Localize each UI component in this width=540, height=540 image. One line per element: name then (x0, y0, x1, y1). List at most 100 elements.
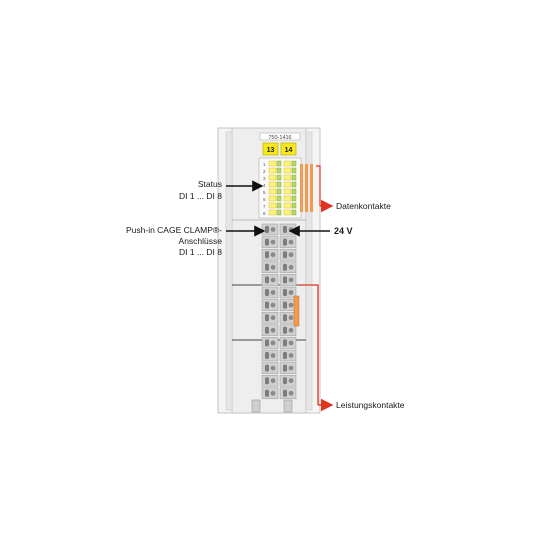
terminal-release (265, 276, 269, 284)
status-led (268, 188, 277, 195)
push-in-terminals (261, 223, 297, 400)
terminal-clamp (279, 374, 297, 387)
terminal-release (283, 276, 287, 284)
power-contact (293, 295, 300, 327)
status-label: Status (198, 179, 222, 189)
terminal-release (283, 251, 287, 259)
terminal-entry (270, 277, 276, 283)
terminal-entry (288, 315, 294, 321)
status-led-indicator (291, 167, 297, 174)
terminal-clamp (261, 236, 279, 248)
channel-badge-14: 14 (280, 142, 297, 156)
terminal-release (265, 326, 269, 334)
terminal-clamp (261, 261, 279, 274)
terminal-entry (288, 390, 294, 396)
status-led (283, 160, 292, 167)
terminal-clamp (279, 299, 297, 311)
terminal-entry (270, 252, 276, 258)
terminal-clamp (279, 274, 297, 286)
terminal-release (265, 301, 269, 309)
terminal-release (265, 263, 269, 271)
status-led-indicator (291, 160, 297, 167)
led-number: 3 (263, 176, 266, 181)
pushin-label-2: Anschlüsse (179, 236, 223, 246)
terminal-release (265, 289, 269, 296)
status-led (283, 202, 292, 209)
terminal-entry (270, 378, 276, 384)
terminal-clamp (279, 337, 297, 349)
terminal-entry (288, 365, 294, 371)
status-range-label: DI 1 ... DI 8 (179, 191, 222, 201)
terminal-entry (270, 390, 276, 396)
terminal-release (283, 226, 287, 233)
terminal-release (283, 289, 287, 296)
status-led-indicator (291, 209, 297, 216)
terminal-release (283, 238, 287, 246)
status-led-indicator (276, 167, 282, 174)
status-led-indicator (276, 174, 282, 181)
terminal-release (265, 251, 269, 259)
terminal-entry (270, 239, 276, 245)
terminal-release (265, 238, 269, 246)
terminal-release (265, 364, 269, 372)
terminal-clamp (261, 223, 279, 236)
status-led (268, 195, 277, 202)
status-led (283, 195, 292, 202)
terminal-entry (270, 315, 276, 321)
terminal-entry (288, 302, 294, 308)
channel-badge-13: 13 (262, 142, 279, 156)
terminal-entry (270, 327, 276, 333)
channel-badge-13-label: 13 (267, 147, 275, 154)
data-contacts-bracket (316, 165, 321, 206)
status-led-indicator (276, 209, 282, 216)
terminal-entry (270, 290, 276, 295)
terminal-entry (270, 264, 276, 270)
terminal-release (283, 301, 287, 309)
led-number: 4 (263, 183, 266, 188)
led-number: 2 (263, 169, 266, 174)
led-number: 7 (263, 204, 266, 209)
terminal-clamp (279, 248, 297, 261)
status-led (283, 167, 292, 174)
part-number: 750-1416 (268, 135, 291, 141)
terminal-entry (288, 264, 294, 270)
led-number: 8 (263, 211, 266, 216)
terminal-entry (288, 277, 294, 283)
status-led-indicator (276, 160, 282, 167)
terminal-entry (270, 302, 276, 308)
pushin-range-label: DI 1 ... DI 8 (179, 247, 222, 257)
terminal-release (265, 377, 269, 385)
terminal-release (265, 339, 269, 347)
led-number: 5 (263, 190, 266, 195)
terminal-entry (270, 227, 276, 232)
terminal-clamp (261, 337, 279, 349)
terminal-release (265, 352, 269, 359)
voltage-label: 24 V (334, 226, 353, 236)
terminal-release (283, 377, 287, 385)
terminal-clamp (279, 311, 297, 324)
terminal-entry (270, 340, 276, 346)
terminal-clamp (279, 349, 297, 362)
status-led-indicator (276, 181, 282, 188)
terminal-clamp (261, 349, 279, 362)
terminal-clamp (279, 286, 297, 299)
terminal-entry (288, 239, 294, 245)
terminal-clamp (279, 261, 297, 274)
terminal-release (283, 389, 287, 397)
status-led (283, 209, 292, 216)
terminal-release (283, 339, 287, 347)
terminal-clamp (261, 274, 279, 286)
terminal-release (283, 326, 287, 334)
terminal-clamp (261, 387, 279, 400)
terminal-entry (288, 340, 294, 346)
terminal-clamp (261, 311, 279, 324)
status-led (268, 209, 277, 216)
status-led-indicator (291, 181, 297, 188)
status-led-panel (258, 157, 302, 219)
status-led-indicator (291, 174, 297, 181)
status-led (268, 167, 277, 174)
terminal-entry (288, 327, 294, 333)
terminal-entry (270, 353, 276, 358)
